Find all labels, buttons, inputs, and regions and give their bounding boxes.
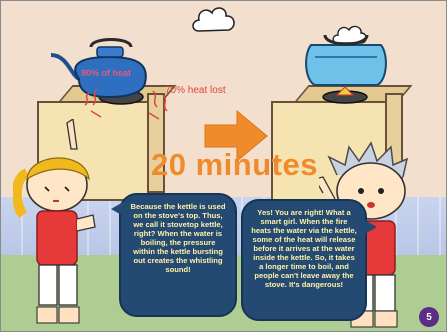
girl-speech-bubble: Because the kettle is used on the stove'… <box>119 193 237 317</box>
time-label: 20 minutes <box>151 147 318 183</box>
page-number-badge: 5 <box>419 307 439 327</box>
heat-percentage-label: 90% of heat <box>81 68 131 78</box>
boy-speech-text: Yes! You are right! What a smart girl. W… <box>251 208 357 289</box>
bubble-tail <box>363 219 377 235</box>
boy-speech-bubble: Yes! You are right! What a smart girl. W… <box>241 199 367 321</box>
girl-speech-text: Because the kettle is used on the stove'… <box>131 202 226 274</box>
girl-character <box>13 119 133 332</box>
water-kettle-icon <box>301 35 391 91</box>
heat-waves-icon <box>79 87 171 123</box>
bubble-tail <box>111 201 125 217</box>
cloud-icon <box>189 1 239 39</box>
heat-lost-label: 70% heat lost <box>165 85 226 96</box>
